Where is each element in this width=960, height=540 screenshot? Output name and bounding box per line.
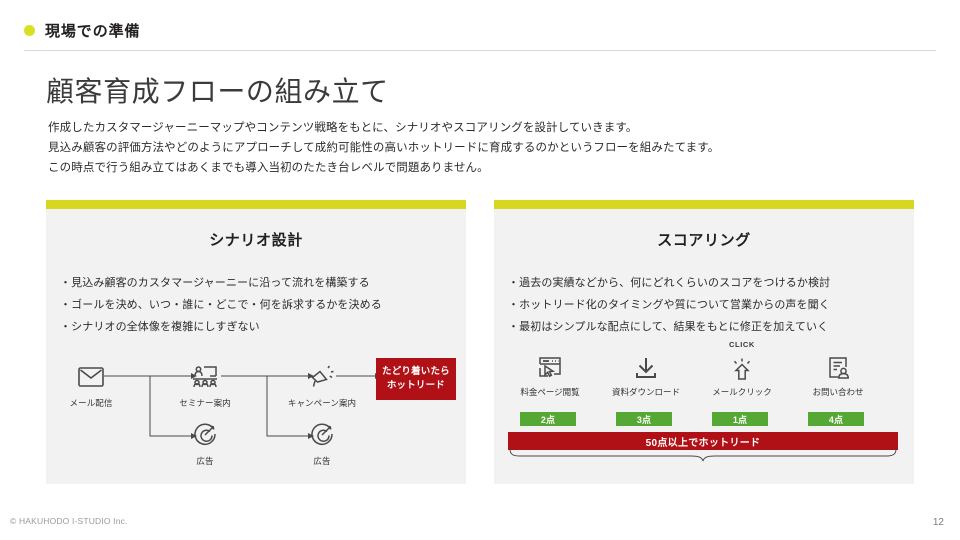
badge-line-2: ホットリード [386, 379, 445, 391]
bullet-list-scenario: 見込み顧客のカスタマージャーニーに沿って流れを構築する ゴールを決め、いつ・誰に… [60, 272, 466, 338]
status-badge-hotlead: たどり着いたら ホットリード [376, 358, 456, 400]
lead-line-1: 作成したカスタマージャーニーマップやコンテンツ戦略をもとに、シナリオやスコアリン… [48, 122, 638, 134]
flow-node-ad-1: 広告 [159, 420, 251, 467]
scoring-action-download: 資料ダウンロード [598, 350, 694, 398]
scoring-action-label: メールクリック [712, 387, 772, 397]
card-scoring: スコアリング 過去の実績などから、何にどれくらいのスコアをつけるか検討 ホットリ… [494, 200, 914, 484]
card-scenario-design: シナリオ設計 見込み顧客のカスタマージャーニーに沿って流れを構築する ゴールを決… [46, 200, 466, 484]
badge-line-1: たどり着いたら [382, 366, 450, 377]
list-item: 過去の実績などから、何にどれくらいのスコアをつけるか検討 [508, 272, 914, 294]
score-chip: 1点 [712, 412, 768, 426]
flow-node-label: セミナー案内 [179, 398, 231, 408]
flow-connector-lines [104, 373, 381, 439]
score-threshold-bar: 50点以上でホットリード [508, 432, 898, 450]
score-chip: 4点 [808, 412, 864, 426]
list-item: ゴールを決め、いつ・誰に・どこで・何を訴求するかを決める [60, 294, 466, 316]
page-number: 12 [932, 517, 944, 528]
browser-cursor-icon [502, 350, 598, 380]
card-title-scoring: スコアリング [657, 232, 751, 249]
list-item: シナリオの全体像を複雑にしすぎない [60, 316, 466, 338]
section-kicker: 現場での準備 [24, 20, 140, 41]
scoring-action-mail-click: CLICK メールクリック [694, 340, 790, 398]
bullet-dot-icon [24, 25, 35, 36]
scoring-actions-row: 料金ページ閲覧 資料ダウンロード CLICK [494, 340, 914, 404]
flow-node-mail: メール配信 [45, 362, 137, 409]
scoring-action-pricing-page: 料金ページ閲覧 [502, 350, 598, 398]
scoring-action-label: お問い合わせ [812, 387, 864, 397]
target-icon [159, 420, 251, 450]
flow-node-seminar: セミナー案内 [159, 362, 251, 409]
download-icon [598, 350, 694, 380]
kicker-label: 現場での準備 [45, 23, 141, 40]
list-item: 見込み顧客のカスタマージャーニーに沿って流れを構築する [60, 272, 466, 294]
bullet-list-scoring: 過去の実績などから、何にどれくらいのスコアをつけるか検討 ホットリード化のタイミ… [508, 272, 914, 338]
scenario-flow-diagram: メール配信 セミナー案内 [46, 348, 466, 478]
list-item: 最初はシンプルな配点にして、結果をもとに修正を加えていく [508, 316, 914, 338]
score-chip: 3点 [616, 412, 672, 426]
list-item: ホットリード化のタイミングや質について営業からの声を聞く [508, 294, 914, 316]
copyright-text: © HAKUHODO I-STUDIO Inc. [10, 516, 128, 526]
header-divider [24, 50, 936, 51]
click-icon: CLICK [694, 340, 790, 380]
card-accent-bar [494, 200, 914, 209]
card-accent-bar [46, 200, 466, 209]
target-icon [276, 420, 368, 450]
lead-line-2: 見込み顧客の評価方法やどのようにアプローチして成約可能性の高いホットリードに育成… [48, 142, 720, 155]
lead-paragraph: 作成したカスタマージャーニーマップやコンテンツ戦略をもとに、シナリオやスコアリン… [48, 118, 928, 178]
megaphone-icon [276, 362, 368, 392]
flow-node-label: 広告 [313, 456, 331, 466]
scoring-action-label: 料金ページ閲覧 [520, 387, 580, 397]
flow-node-ad-2: 広告 [276, 420, 368, 467]
click-badge-label: CLICK [729, 340, 755, 349]
mail-icon [45, 362, 137, 392]
flow-node-label: 広告 [196, 456, 214, 466]
lead-line-3: この時点で行う組み立てはあくまでも導入当初のたたき台レベルで問題ありません。 [48, 162, 489, 175]
flow-node-label: キャンペーン案内 [287, 398, 357, 408]
card-title-scenario: シナリオ設計 [209, 232, 303, 249]
brace-icon [509, 448, 897, 462]
page-title: 顧客育成フローの組み立て [46, 76, 389, 107]
contact-form-icon [790, 350, 886, 380]
flow-node-campaign: キャンペーン案内 [276, 362, 368, 409]
seminar-icon [159, 362, 251, 392]
flow-node-label: メール配信 [69, 398, 113, 408]
score-threshold-group: 50点以上でホットリード [494, 432, 914, 462]
score-chips-row: 2点 3点 1点 4点 [494, 412, 914, 428]
scoring-action-contact: お問い合わせ [790, 350, 886, 398]
score-chip: 2点 [520, 412, 576, 426]
scoring-action-label: 資料ダウンロード [611, 387, 680, 397]
